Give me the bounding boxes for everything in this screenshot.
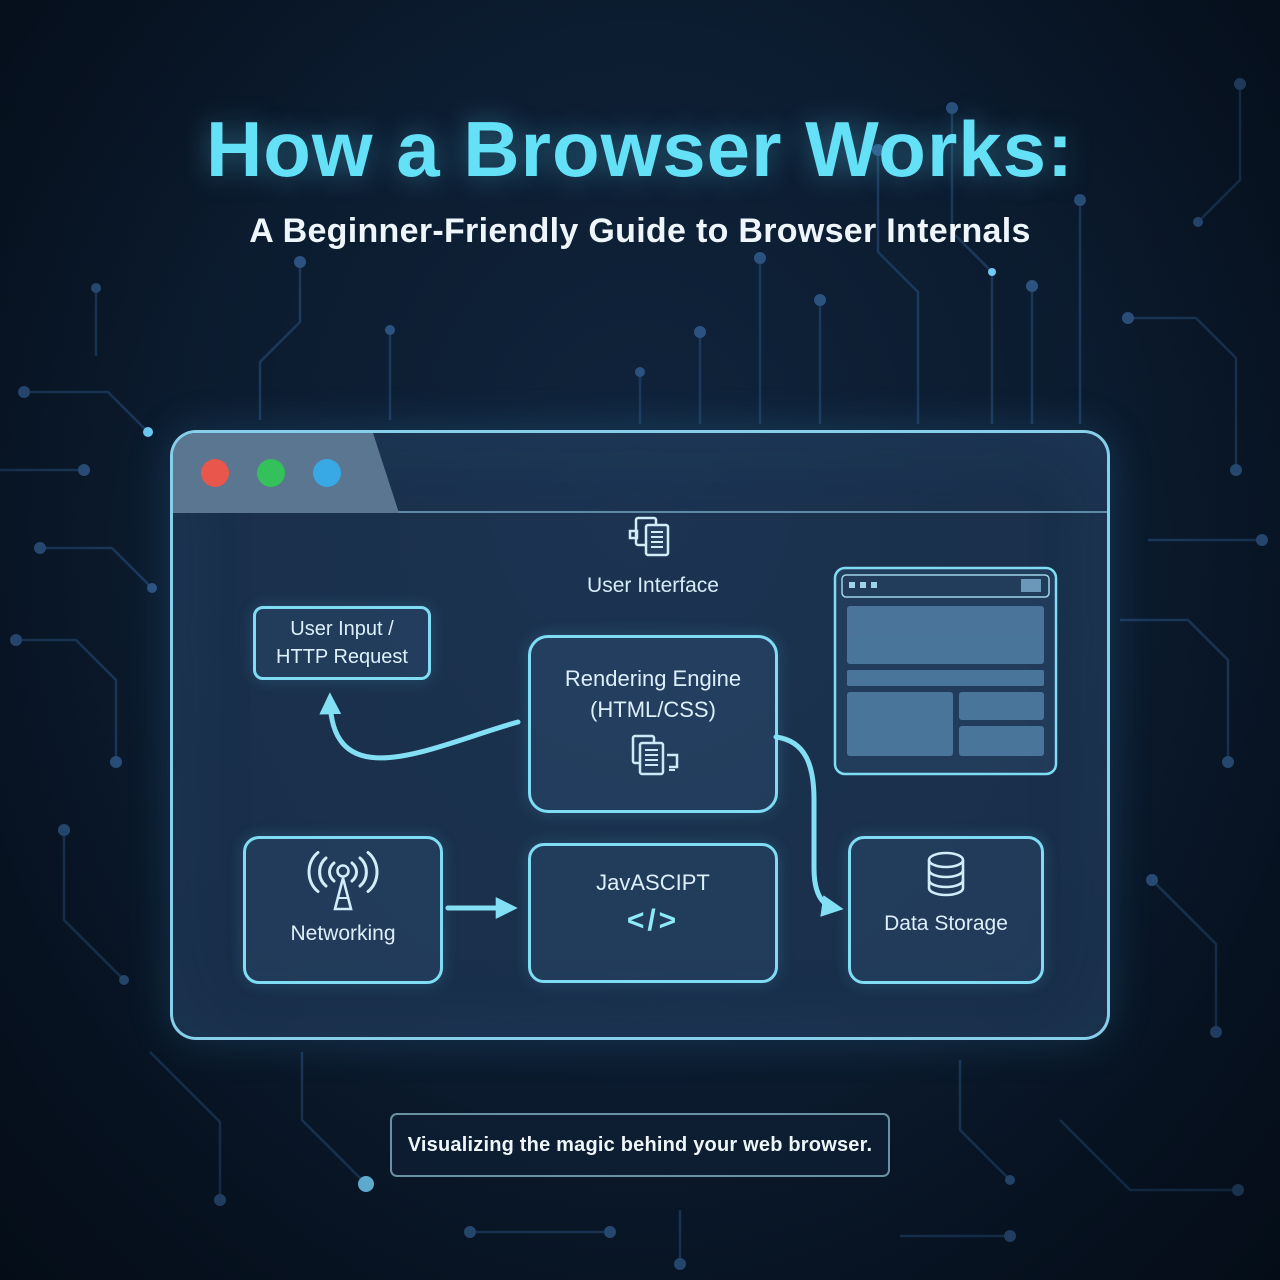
node-networking: Networking <box>243 836 443 984</box>
documents-icon <box>631 734 679 775</box>
caption-box: Visualizing the magic behind your web br… <box>390 1113 890 1177</box>
database-icon <box>927 851 965 897</box>
networking-label: Networking <box>290 922 396 945</box>
traffic-light-red-icon <box>201 459 229 487</box>
browser-titlebar <box>173 433 1107 513</box>
user-interface-label: User Interface <box>587 574 719 597</box>
rendering-engine-label-line2: (HTML/CSS) <box>590 696 716 722</box>
user-input-label-line2: HTTP Request <box>276 646 408 668</box>
browser-window: User Input / HTTP Request User Interface <box>170 430 1110 1040</box>
browser-tab <box>173 433 399 513</box>
antenna-icon <box>307 851 379 911</box>
rendering-engine-label-line1: Rendering Engine <box>564 666 742 691</box>
user-input-label-line1: User Input / <box>290 618 394 640</box>
document-pages-icon <box>628 516 670 557</box>
code-icon: </> <box>626 904 680 937</box>
page-subtitle: A Beginner-Friendly Guide to Browser Int… <box>249 212 1031 250</box>
node-data-storage: Data Storage <box>848 836 1044 984</box>
webpage-wireframe <box>833 566 1058 776</box>
node-user-interface: User Interface <box>565 515 741 598</box>
node-rendering-engine: Rendering Engine (HTML/CSS) <box>528 635 778 813</box>
caption-text: Visualizing the magic behind your web br… <box>407 1133 873 1156</box>
traffic-light-blue-icon <box>313 459 341 487</box>
data-storage-label: Data Storage <box>884 912 1008 935</box>
page-title: How a Browser Works: <box>205 105 1075 193</box>
node-user-input: User Input / HTTP Request <box>253 606 431 680</box>
javascript-label: JavASCIPT <box>596 870 710 895</box>
traffic-light-green-icon <box>257 459 285 487</box>
node-javascript: JavASCIPT </> <box>528 843 778 983</box>
